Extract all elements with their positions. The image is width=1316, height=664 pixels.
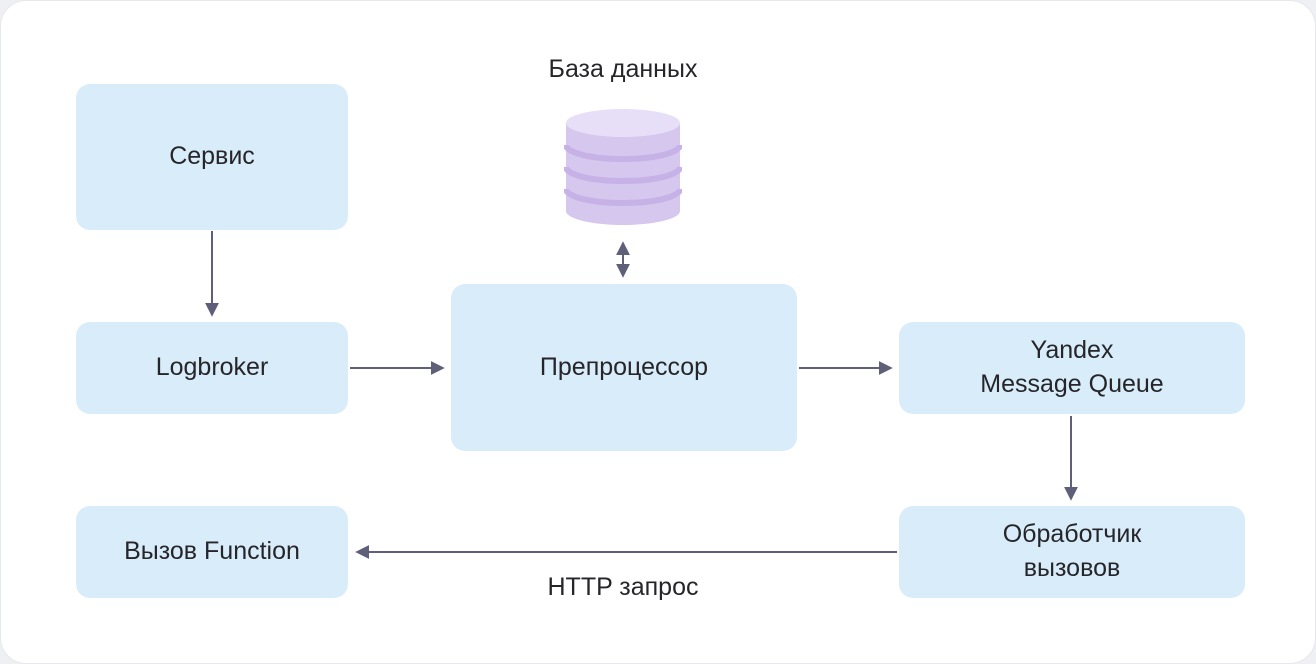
database-cylinder-icon xyxy=(564,109,682,225)
edge-label-http-request: HTTP запрос xyxy=(547,573,699,601)
node-function-call: Вызов Function xyxy=(76,506,348,598)
node-preprocessor-label: Препроцессор xyxy=(539,352,709,381)
node-function-call-label: Вызов Function xyxy=(124,537,300,566)
node-database-label: База данных xyxy=(548,55,698,83)
database-top xyxy=(566,109,680,137)
node-yandex-message-queue-label: Yandex Message Queue xyxy=(980,336,1164,398)
node-logbroker: Logbroker xyxy=(76,322,348,414)
node-yandex-message-queue: Yandex Message Queue xyxy=(899,322,1245,414)
database-band xyxy=(564,144,682,162)
node-service: Сервис xyxy=(76,84,348,230)
database-band xyxy=(564,166,682,184)
node-logbroker-label: Logbroker xyxy=(155,353,269,382)
node-preprocessor: Препроцессор xyxy=(451,284,797,451)
node-service-label: Сервис xyxy=(169,142,255,171)
node-call-handler: Обработчик вызовов xyxy=(899,506,1245,598)
database-band xyxy=(564,188,682,206)
node-call-handler-label: Обработчик вызовов xyxy=(1002,520,1142,582)
